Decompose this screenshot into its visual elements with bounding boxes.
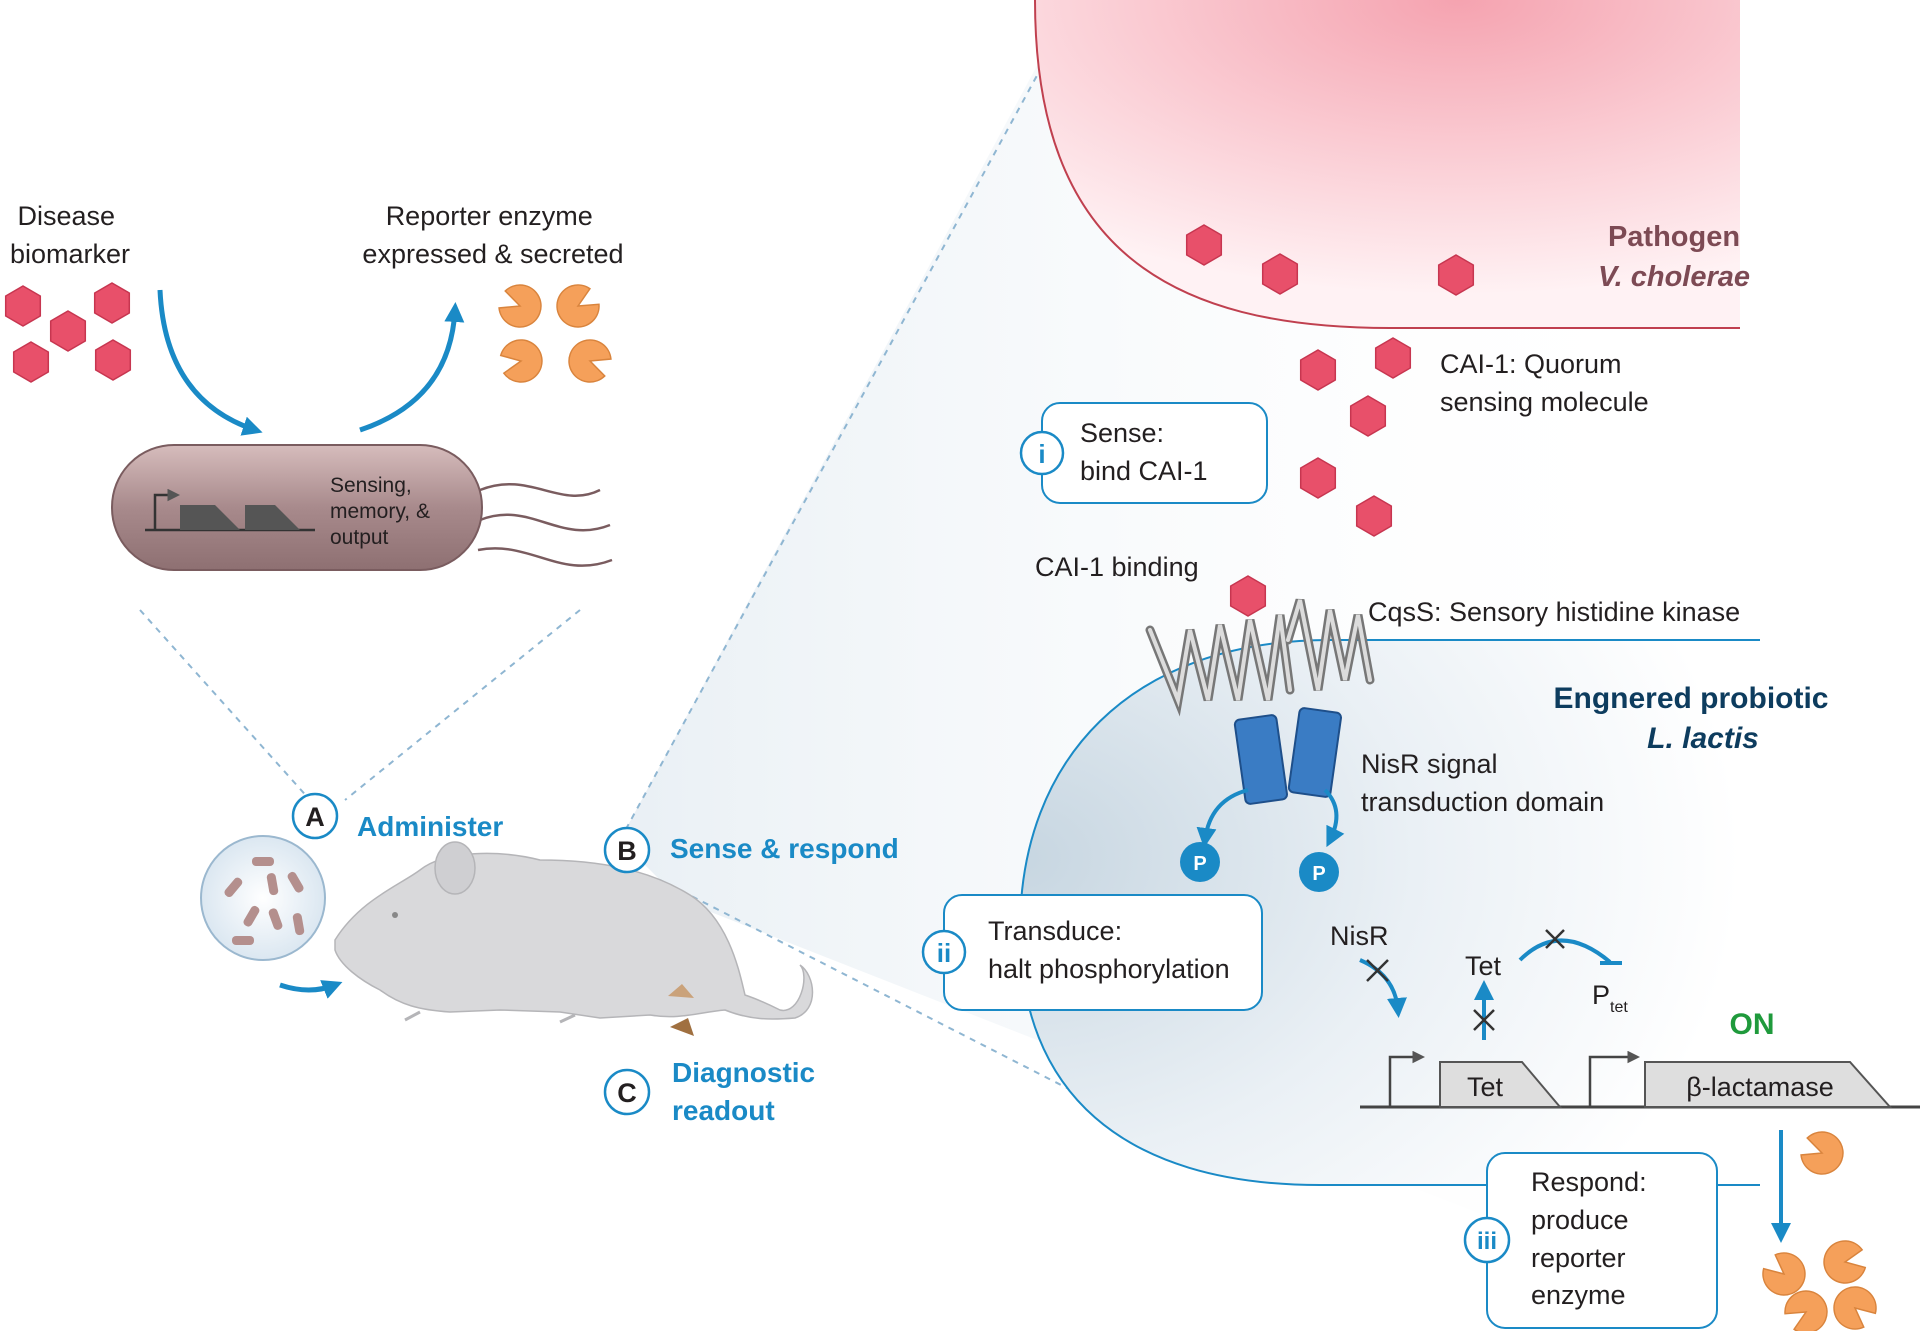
zoom-line-a-right [344,609,581,801]
pathogen-title: Pathogen [1608,221,1740,253]
phosphate-right-label: P [1312,863,1325,885]
box-respond-text: Respond: produce reporter enzyme [1531,1167,1654,1310]
phospho-arrow-right [1323,788,1345,848]
promoter-tet [1588,1050,1640,1107]
step-c-badge [603,1068,651,1116]
engineered-bacterium: Sensing, memory, & output [111,444,613,571]
box-transduce-badge: ii [937,938,951,968]
nisr-block [1366,959,1389,982]
step-b: B Sense & respond [603,826,899,874]
step-b-label: Sense & respond [670,833,899,864]
gene-tet-label: Tet [1467,1072,1504,1102]
phosphate-right: P [1299,852,1339,892]
gene-reporter [1644,1061,1893,1108]
on-label: ON [1730,1008,1775,1041]
box-sense-badge: i [1038,439,1045,469]
reporter-enzyme-label: Reporter enzyme expressed & secreted [362,201,623,269]
phosphate-left-label: P [1193,853,1206,875]
cai1-label: CAI-1: Quorum sensing molecule [1440,349,1649,417]
tet-protein-label: Tet [1465,951,1502,981]
gene-tet [1439,1061,1563,1108]
box-respond-badge: iii [1477,1228,1497,1255]
step-b-badge [603,826,651,874]
box-sense: i Sense: bind CAI-1 [1019,402,1268,504]
reporter-enzymes-output [1755,1126,1884,1336]
nisr-label: NisR [1330,921,1389,951]
box-transduce: ii Transduce: halt phosphorylation [921,894,1263,1011]
box-respond: iii Respond: produce reporter enzyme [1463,1152,1718,1329]
cai1-binding-label: CAI-1 binding [1035,552,1199,582]
gene-reporter-label: β-lactamase [1686,1072,1834,1102]
phosphate-left: P [1180,842,1220,882]
step-c: C Diagnostic readout [603,1057,823,1126]
cqss-label: CqsS: Sensory histidine kinase [1368,597,1740,627]
pathogen-species: V. cholerae [1598,261,1750,293]
nisr-domain [1233,707,1342,805]
disease-biomarker-label: Disease biomarker [10,201,130,269]
input-arrow [157,289,263,436]
step-a-badge [291,792,339,840]
repression-block [1545,929,1565,949]
probiotic-cell [1020,640,1740,1185]
cqss-receptor-inner [1148,599,1372,708]
probiotic-species: L. lactis [1647,722,1759,755]
step-a: A Administer [291,792,503,842]
step-b-letter: B [617,836,637,866]
tet-repression-arc [1518,938,1612,964]
step-a-label: Administer [357,811,503,842]
step-c-letter: C [617,1078,637,1108]
probiotic-dose [200,835,326,961]
pathogen-membrane [1034,0,1740,329]
output-arrow [359,302,465,433]
bacterium-label: Sensing, memory, & output [330,474,436,549]
step-a-letter: A [305,802,325,832]
promoter-1 [1388,1050,1425,1107]
biomarker-hexagons [4,282,132,383]
zoom-line-a-left [139,609,311,801]
box-transduce-text: Transduce: halt phosphorylation [988,916,1230,984]
zoom-line-bottom [659,879,1111,1111]
tet-block [1473,1009,1495,1031]
dose-arrow [279,980,343,999]
step-c-label: Diagnostic readout [672,1057,823,1126]
mouse [334,841,814,1036]
probiotic-title: Engnered probiotic [1553,682,1828,715]
ptet-label: Ptet [1592,980,1628,1016]
zoom-line-top [619,69,1041,841]
reporter-enzymes-top [494,277,616,388]
phospho-arrow-left [1196,788,1249,848]
box-sense-text: Sense: bind CAI-1 [1080,418,1208,486]
nisr-domain-label: NisR signal transduction domain [1361,749,1604,817]
